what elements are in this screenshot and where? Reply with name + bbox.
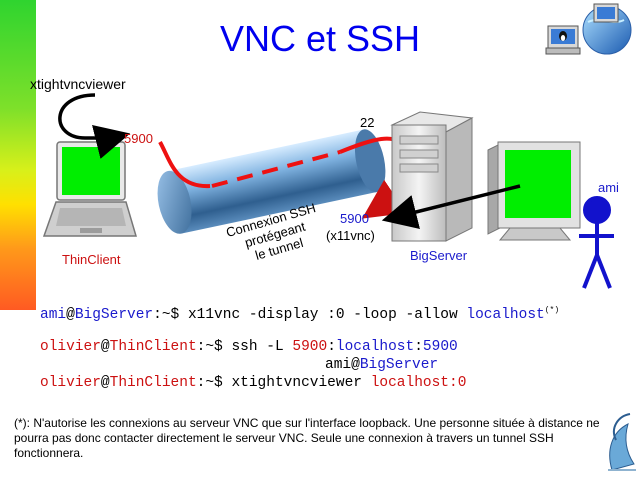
viewer-label: xtightvncviewer <box>30 76 126 92</box>
dolphin-logo-icon <box>608 413 636 471</box>
slide-title: VNC et SSH <box>219 18 421 59</box>
prompt-at: @ <box>66 306 75 323</box>
tunnel-red-dashed <box>211 150 341 188</box>
command-arg: localhost <box>335 339 415 355</box>
command-line-2: olivier@ThinClient:~$ ssh -L 5900:localh… <box>40 338 458 356</box>
prompt-user: ami <box>40 306 67 323</box>
bigserver-tower-icon <box>390 111 474 242</box>
prompt-sign: :~$ <box>153 306 188 323</box>
prompt-host: ThinClient <box>109 375 197 391</box>
command-arg: localhost <box>370 375 450 391</box>
tunnel-red-entry <box>158 141 211 189</box>
prompt-user: olivier <box>40 339 101 355</box>
prompt-user: olivier <box>40 375 101 391</box>
command-port: 5900 <box>422 339 458 355</box>
linux-network-icon <box>545 3 632 55</box>
bigserver-monitor-icon <box>487 141 581 241</box>
client-port-label: 5900 <box>124 131 153 146</box>
command-arg: localhost <box>466 306 545 323</box>
thinclient-laptop-icon <box>42 141 138 237</box>
command-port: 5900 <box>292 339 328 355</box>
command-line-3: ami@BigServer <box>325 356 438 374</box>
ssh-target-at: @ <box>351 357 360 373</box>
prompt-at: @ <box>100 375 110 391</box>
command-sep: : <box>327 339 336 355</box>
local-display-arrow <box>381 184 521 230</box>
command-sep: : <box>449 375 458 391</box>
viewer-connect-arrow <box>58 93 131 159</box>
ssh-port-label: 22 <box>360 115 375 130</box>
command-line-4: olivier@ThinClient:~$ xtightvncviewer lo… <box>40 374 466 392</box>
side-gradient-bar <box>0 0 36 310</box>
prompt-sign: :~$ <box>196 339 232 355</box>
command-display: 0 <box>457 375 467 391</box>
prompt-sign: :~$ <box>196 375 232 391</box>
footnote-text: (*): N'autorise les connexions au serveu… <box>14 416 600 460</box>
ssh-target-user: ami <box>325 357 352 373</box>
prompt-at: @ <box>100 339 110 355</box>
ami-label: ami <box>598 180 619 195</box>
server-port-label: 5900 <box>340 211 369 226</box>
prompt-host: BigServer <box>74 306 154 323</box>
command-text: ssh -L <box>231 339 293 355</box>
ssh-target-host: BigServer <box>359 357 439 373</box>
server-port-note: (x11vnc) <box>326 228 375 243</box>
prompt-host: ThinClient <box>109 339 197 355</box>
ami-person-icon <box>579 196 614 289</box>
command-text: x11vnc -display :0 -loop -allow <box>187 306 467 323</box>
bigserver-label: BigServer <box>410 248 468 263</box>
command-text: xtightvncviewer <box>231 375 371 391</box>
thinclient-label: ThinClient <box>62 252 121 267</box>
command-line-1: ami@BigServer:~$ x11vnc -display :0 -loo… <box>40 302 559 324</box>
command-sep: : <box>414 339 423 355</box>
footnote-mark: (*) <box>544 306 560 315</box>
